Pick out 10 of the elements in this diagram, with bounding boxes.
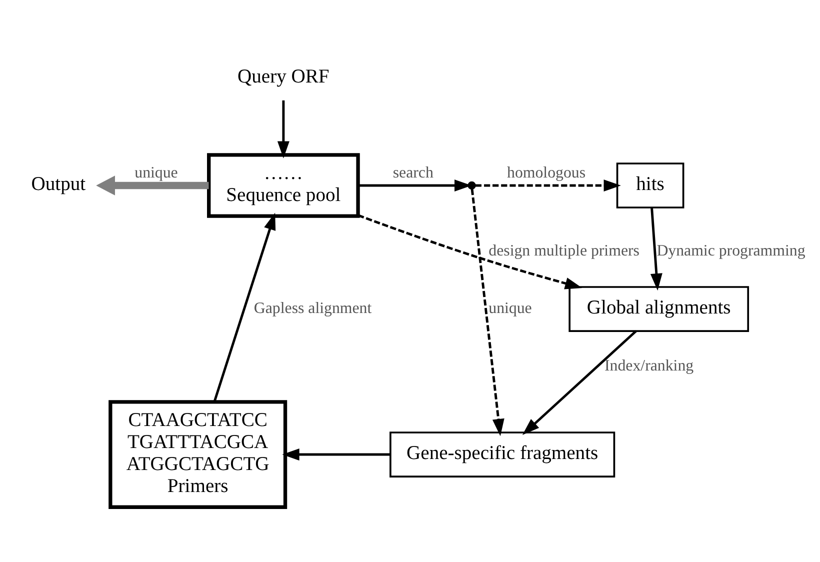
edge-label: Dynamic programming [656, 242, 806, 260]
edge-label: unique [134, 164, 178, 181]
edge-label: Index/ranking [604, 357, 694, 374]
edge-label: homologous [507, 164, 586, 181]
edge-label: Gapless alignment [254, 300, 372, 317]
edge-label: unique [488, 300, 532, 317]
node-text: Output [31, 174, 86, 195]
node-text: Query ORF [238, 66, 330, 88]
edge-label: search [392, 164, 434, 181]
edge-label: design multiple primers [488, 242, 640, 260]
